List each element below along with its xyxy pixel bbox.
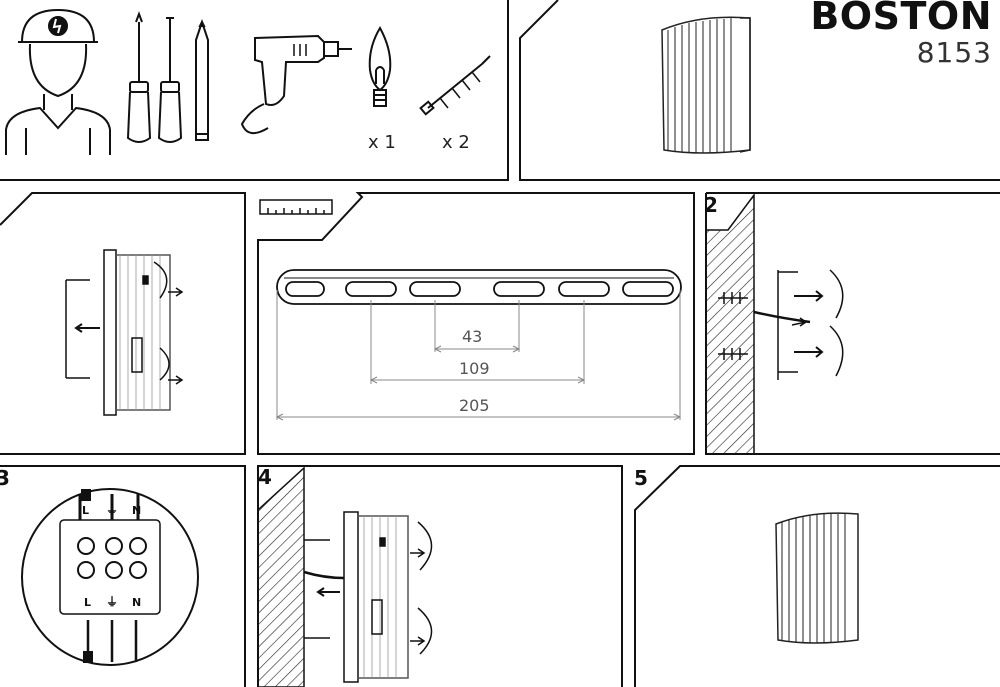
bulb-quantity: x 1 (368, 132, 396, 153)
bulb-icon (368, 25, 392, 107)
screwdrivers-icon (126, 11, 209, 143)
dimension-43: 43 (462, 327, 482, 346)
product-code: 8153 (916, 36, 992, 69)
step-5-number: 5 (634, 466, 648, 490)
step-4-number: 4 (258, 465, 272, 489)
wire-label-L-top: L (82, 504, 89, 517)
drill-icon (240, 34, 352, 135)
lamp-product-illustration (661, 16, 751, 154)
lamp-side-view-disassembly (65, 249, 184, 416)
wall-mounting-step2 (705, 192, 844, 455)
earth-symbol-top: ⏚ (106, 503, 118, 517)
screw-anchor-icon (419, 55, 491, 116)
wire-label-N-top: N (132, 504, 141, 517)
step-2-number: 2 (704, 193, 718, 217)
wire-label-L-bottom: L (84, 596, 91, 609)
ruler-icon (259, 199, 333, 215)
step-3-number: 3 (0, 466, 10, 490)
dimension-205: 205 (459, 396, 490, 415)
dimension-109: 109 (459, 359, 490, 378)
lamp-attach-step4 (257, 466, 433, 687)
lamp-finished-illustration (775, 512, 859, 644)
dimension-lines (275, 290, 682, 421)
electrician-icon (5, 8, 111, 155)
product-name: BOSTON (810, 0, 992, 38)
mounting-plate (276, 269, 682, 305)
terminal-block-diagram (21, 488, 199, 666)
screw-quantity: x 2 (442, 132, 470, 153)
earth-symbol-bottom: ⏚ (106, 595, 118, 609)
wire-label-N-bottom: N (132, 596, 141, 609)
